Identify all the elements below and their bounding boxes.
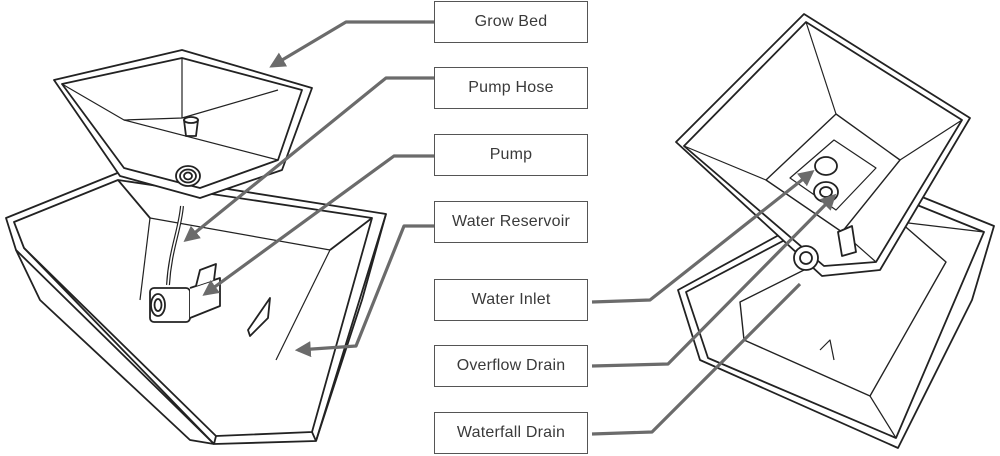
label-overflow-drain-text: Overflow Drain bbox=[456, 357, 566, 374]
label-waterfall-drain: Waterfall Drain bbox=[434, 412, 588, 454]
leader-grow-bed bbox=[269, 20, 434, 68]
leader-water-inlet bbox=[591, 170, 815, 304]
label-pump-hose-text: Pump Hose bbox=[468, 79, 554, 96]
right-assembly bbox=[675, 13, 995, 449]
leader-water-reservoir bbox=[294, 224, 434, 358]
label-pump-hose: Pump Hose bbox=[434, 67, 588, 109]
label-pump: Pump bbox=[434, 134, 588, 176]
label-water-inlet-text: Water Inlet bbox=[471, 291, 551, 308]
leader-overflow-drain bbox=[591, 193, 837, 368]
grow-bed-underside-drawing bbox=[675, 13, 971, 277]
label-water-inlet: Water Inlet bbox=[434, 279, 588, 321]
label-water-reservoir-text: Water Reservoir bbox=[452, 213, 570, 230]
left-assembly bbox=[5, 49, 387, 445]
leader-pump bbox=[202, 154, 434, 296]
label-pump-text: Pump bbox=[489, 146, 533, 163]
label-water-reservoir: Water Reservoir bbox=[434, 201, 588, 243]
leader-lines bbox=[183, 20, 837, 436]
label-overflow-drain: Overflow Drain bbox=[434, 345, 588, 387]
leader-pump-hose bbox=[183, 76, 434, 243]
label-grow-bed-text: Grow Bed bbox=[474, 13, 548, 30]
leader-waterfall-drain bbox=[591, 282, 802, 436]
grow-bed-drawing bbox=[53, 49, 313, 199]
label-grow-bed: Grow Bed bbox=[434, 1, 588, 43]
label-waterfall-drain-text: Waterfall Drain bbox=[456, 424, 566, 441]
